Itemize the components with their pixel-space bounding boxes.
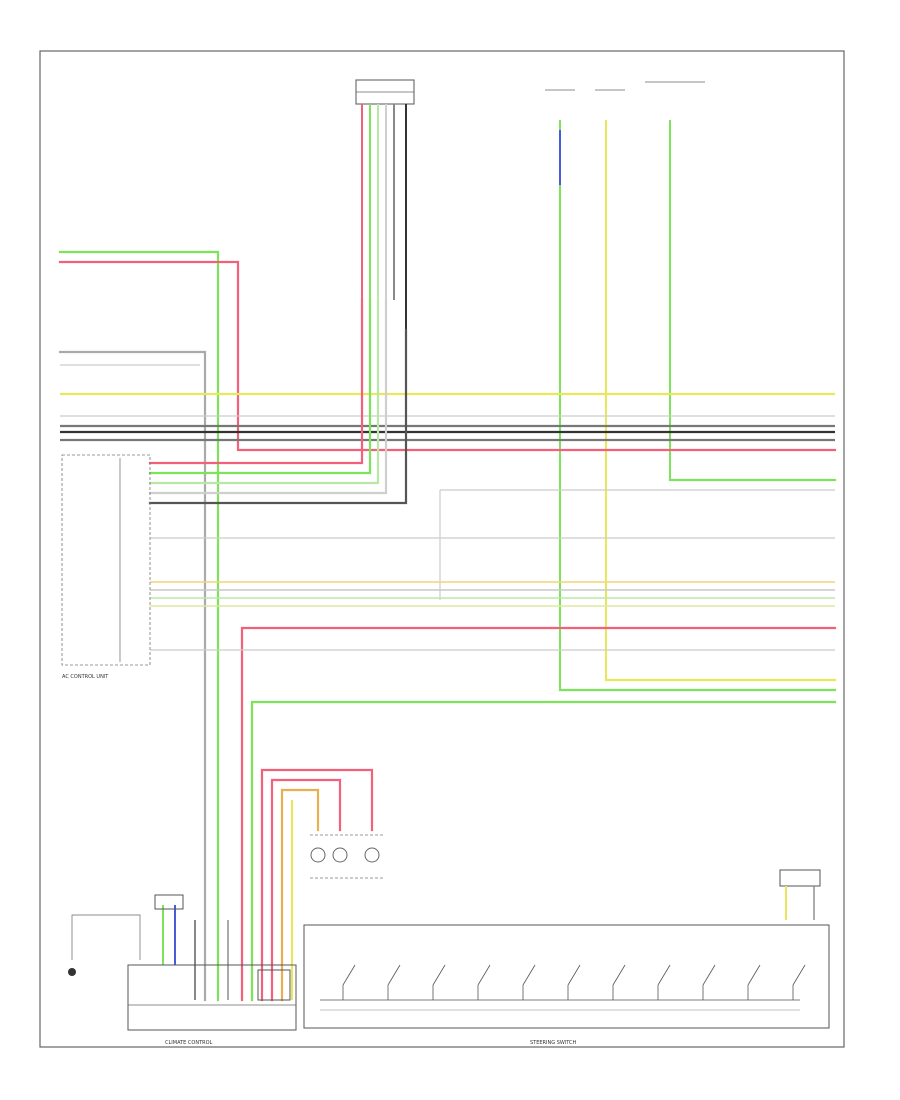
switch-contact	[657, 964, 671, 986]
switch-contact	[702, 964, 716, 986]
climate-control-label: CLIMATE CONTROL	[165, 1040, 213, 1046]
combination-switch	[310, 834, 385, 879]
switch-contact	[342, 964, 356, 986]
steering-switch-label: STEERING SWITCH	[530, 1040, 577, 1046]
switch-contact	[612, 964, 626, 986]
diagram-frame	[39, 50, 845, 1048]
temp-sensor	[779, 869, 821, 920]
switch-contact	[387, 964, 401, 986]
fuse-right	[645, 81, 705, 480]
fuse-left	[545, 89, 575, 690]
climate-control: CLIMATE CONTROL	[127, 964, 297, 1046]
switch-contact	[432, 964, 446, 986]
switch-contact	[522, 964, 536, 986]
horn-switch	[68, 894, 184, 976]
top-connector	[355, 79, 415, 330]
ac-control-unit-label: AC CONTROL UNIT	[62, 674, 109, 680]
switch-contact	[567, 964, 581, 986]
wire-bus	[58, 250, 837, 1002]
fuse-mid	[595, 89, 625, 680]
switch-contact	[792, 964, 806, 986]
switch-contact	[477, 964, 491, 986]
steering-switch: STEERING SWITCH	[303, 924, 830, 1046]
switch-contact	[747, 964, 761, 986]
ac-control-unit: AC CONTROL UNIT	[61, 454, 151, 680]
